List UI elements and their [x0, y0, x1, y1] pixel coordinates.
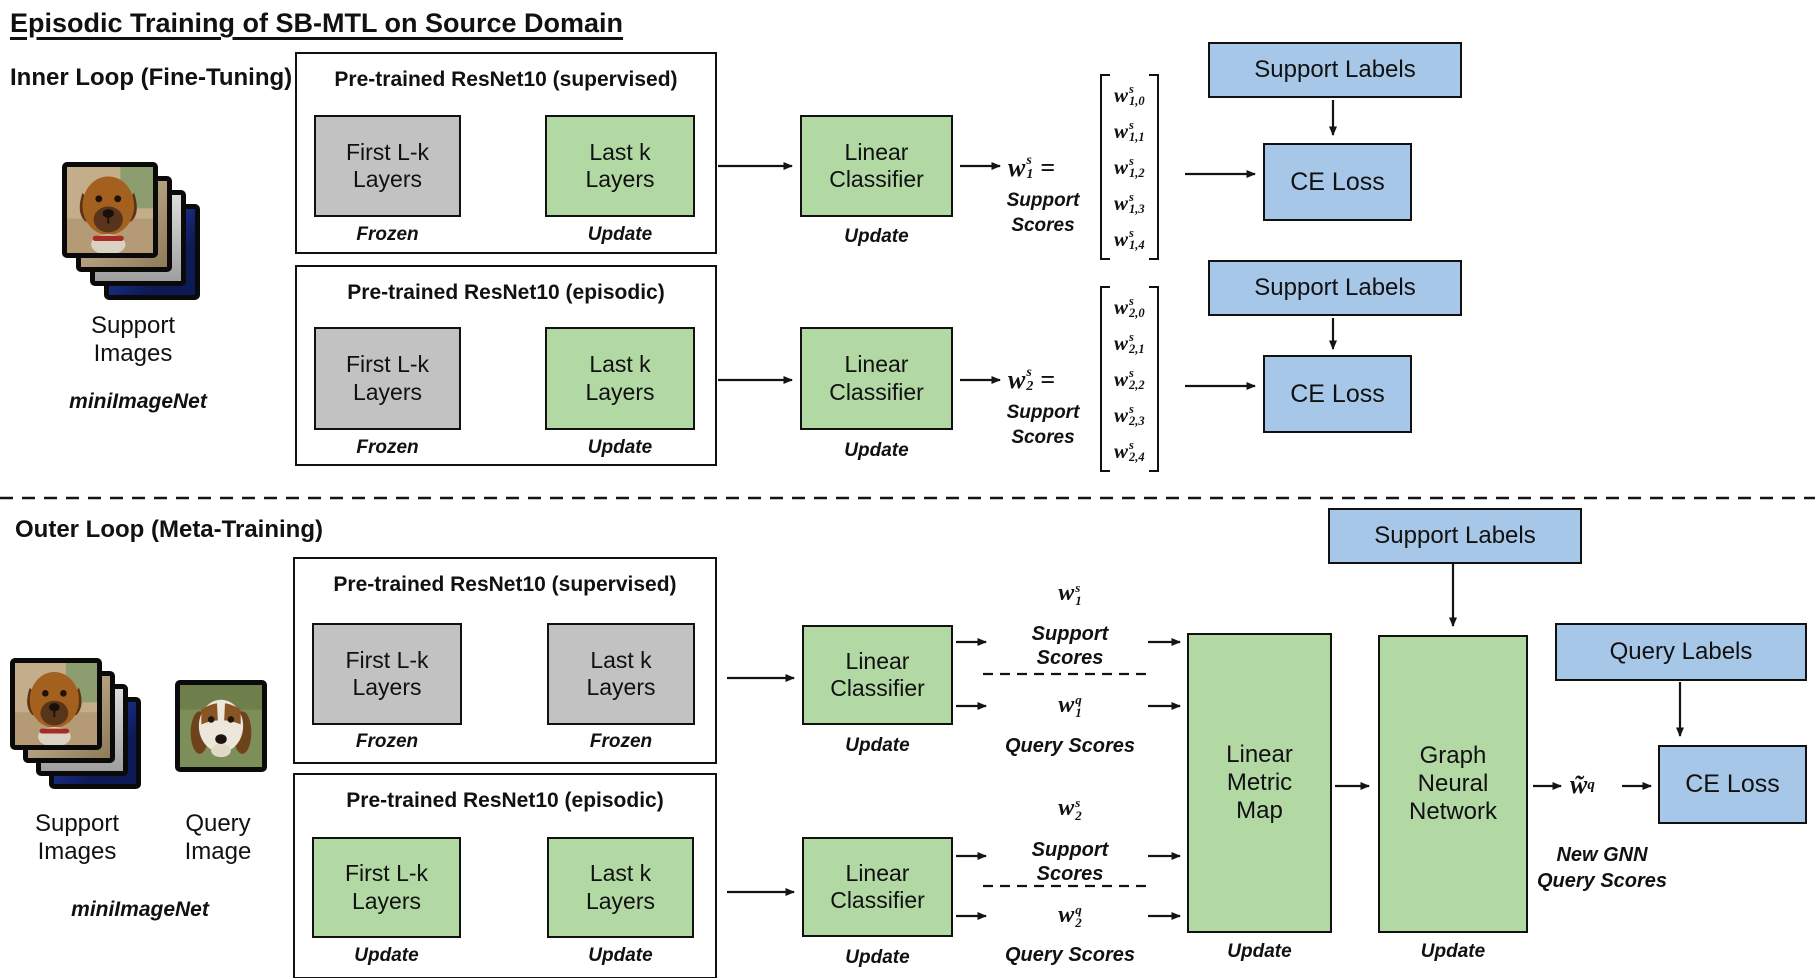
inner-group-supervised-title: Pre-trained ResNet10 (supervised): [334, 68, 678, 91]
gnn-output-caption-1: New GNN: [1556, 844, 1648, 866]
outer2-linear-classifier-box: Linear Classifier: [802, 837, 953, 937]
outer2-first-state: Update: [354, 945, 419, 966]
linear-metric-map-state: Update: [1227, 941, 1292, 962]
inner1-last-layers-box: Last k Layers: [545, 115, 695, 217]
outer1-last-state: Frozen: [589, 731, 653, 752]
inner1-support-caption-1: Support: [1006, 190, 1080, 211]
outer1-support-scores-caption: Support Scores: [1031, 623, 1109, 669]
inner2-classifier-state: Update: [844, 440, 909, 461]
inner1-support-labels-box: Support Labels: [1208, 42, 1462, 98]
outer1-query-scores-caption: Query Scores: [1004, 735, 1136, 757]
graph-neural-network-state: Update: [1420, 941, 1486, 962]
boxer-dog-icon: [15, 663, 97, 745]
boxer-dog-icon: [67, 167, 153, 253]
outer-loop-heading: Outer Loop (Meta-Training): [15, 516, 323, 543]
inner1-last-state: Update: [587, 224, 653, 245]
graph-neural-network-box: Graph Neural Network: [1378, 635, 1528, 933]
outer2-last-state: Update: [588, 945, 653, 966]
outer-support-labels-box: Support Labels: [1328, 508, 1582, 564]
outer2-query-scores-caption: Query Scores: [1004, 944, 1136, 966]
outer1-linear-classifier-box: Linear Classifier: [802, 625, 953, 725]
inner2-ce-loss-box: CE Loss: [1263, 355, 1412, 433]
outer-query-image-label: Query Image: [184, 810, 252, 865]
inner2-first-state: Frozen: [356, 437, 419, 458]
outer2-first-layers-box: First L-k Layers: [312, 837, 461, 938]
outer1-classifier-state: Update: [845, 735, 910, 756]
inner1-support-caption-2: Scores: [1011, 215, 1075, 236]
inner-dataset-label: miniImageNet: [69, 390, 207, 413]
support-image-photo: [62, 162, 158, 258]
inner-loop-heading: Inner Loop (Fine-Tuning): [10, 64, 293, 91]
vector-left-bracket: [1100, 74, 1110, 260]
inner1-classifier-state: Update: [844, 226, 909, 247]
outer-group-supervised-title: Pre-trained ResNet10 (supervised): [333, 573, 677, 596]
linear-metric-map-box: Linear Metric Map: [1187, 633, 1332, 933]
vector-right-bracket: [1148, 74, 1159, 260]
outer-ce-loss-box: CE Loss: [1658, 745, 1807, 824]
outer2-last-layers-box: Last k Layers: [547, 837, 694, 938]
inner2-last-state: Update: [587, 437, 653, 458]
vector-right-bracket: [1148, 286, 1159, 472]
inner2-first-layers-box: First L-k Layers: [314, 327, 461, 430]
outer-dataset-label: miniImageNet: [71, 898, 209, 921]
outer-group-episodic-title: Pre-trained ResNet10 (episodic): [346, 789, 664, 812]
inner1-first-layers-box: First L-k Layers: [314, 115, 461, 217]
inner1-ce-loss-box: CE Loss: [1263, 143, 1412, 221]
inner2-linear-classifier-box: Linear Classifier: [800, 327, 953, 430]
inner1-linear-classifier-box: Linear Classifier: [800, 115, 953, 217]
outer1-last-layers-box: Last k Layers: [547, 623, 695, 725]
inner2-support-labels-box: Support Labels: [1208, 260, 1462, 316]
inner-group-episodic-title: Pre-trained ResNet10 (episodic): [347, 281, 665, 304]
outer2-classifier-state: Update: [845, 947, 910, 968]
inner2-support-caption-1: Support: [1006, 402, 1080, 423]
basset-dog-icon: [180, 685, 262, 767]
support-image-photo: [10, 658, 102, 750]
inner-support-images-label: Support Images: [90, 312, 176, 367]
gnn-output-caption-2: Query Scores: [1536, 870, 1668, 892]
inner1-first-state: Frozen: [356, 224, 419, 245]
gnn-output-symbol: w̃q: [1570, 770, 1595, 799]
page-title: Episodic Training of SB-MTL on Source Do…: [10, 8, 624, 38]
outer-query-labels-box: Query Labels: [1555, 623, 1807, 681]
outer1-first-state: Frozen: [355, 731, 419, 752]
query-image-photo: [175, 680, 267, 772]
inner2-last-layers-box: Last k Layers: [545, 327, 695, 430]
outer1-first-layers-box: First L-k Layers: [312, 623, 462, 725]
inner2-support-caption-2: Scores: [1011, 427, 1075, 448]
vector-left-bracket: [1100, 286, 1110, 472]
outer2-support-scores-caption: Support Scores: [1031, 839, 1109, 885]
outer-support-images-label: Support Images: [34, 810, 120, 865]
